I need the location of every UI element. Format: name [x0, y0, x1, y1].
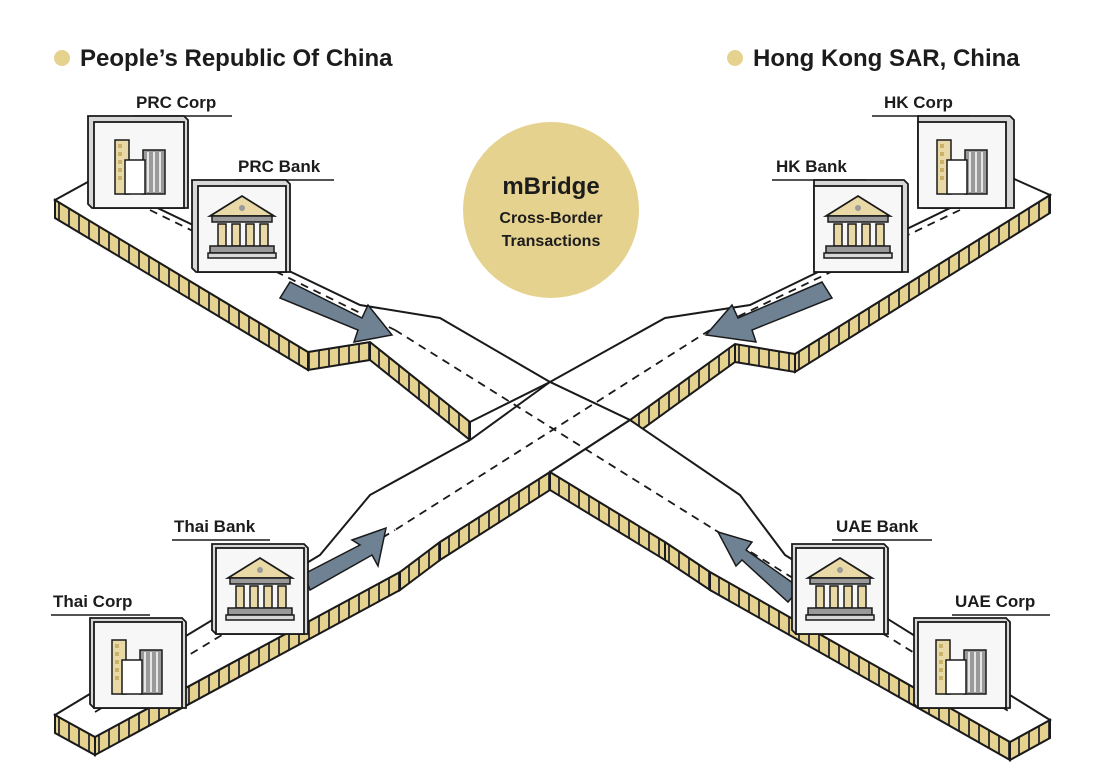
node-label-thai-corp: Thai Corp [53, 592, 132, 611]
hub-line1: Cross-Border [499, 210, 602, 227]
hub-line2: Transactions [502, 233, 601, 250]
region-title-hk: Hong Kong SAR, China [753, 45, 1020, 72]
region-hk: Hong Kong SAR, China [727, 45, 1020, 72]
node-label-prc-corp: PRC Corp [136, 93, 216, 112]
arrow-hk-icon [704, 281, 834, 343]
node-prc-bank: PRC Bank [191, 157, 334, 273]
node-thai-corp: Thai Corp [51, 592, 187, 709]
node-hk-corp: HK Corp [872, 93, 1015, 209]
arrow-prc-icon [278, 281, 394, 343]
node-hk-bank: HK Bank [772, 157, 909, 273]
node-label-hk-corp: HK Corp [884, 93, 953, 112]
node-label-prc-bank: PRC Bank [238, 157, 321, 176]
node-uae-corp: UAE Corp [913, 592, 1050, 709]
node-label-thai-bank: Thai Bank [174, 517, 256, 536]
hub-title: mBridge [502, 173, 599, 200]
region-prc: People’s Republic Of China [54, 45, 393, 72]
node-uae-bank: UAE Bank [791, 517, 932, 635]
crossing-lanes [394, 329, 716, 531]
arrow-thai-icon [303, 526, 388, 592]
node-label-uae-corp: UAE Corp [955, 592, 1035, 611]
region-title-prc: People’s Republic Of China [80, 45, 393, 72]
node-thai-bank: Thai Bank [172, 517, 309, 635]
node-prc-corp: PRC Corp [87, 93, 232, 209]
node-label-hk-bank: HK Bank [776, 157, 847, 176]
node-label-uae-bank: UAE Bank [836, 517, 919, 536]
mbridge-hub: mBridge Cross-Border Transactions [463, 122, 639, 298]
arrow-uae-icon [716, 530, 802, 604]
